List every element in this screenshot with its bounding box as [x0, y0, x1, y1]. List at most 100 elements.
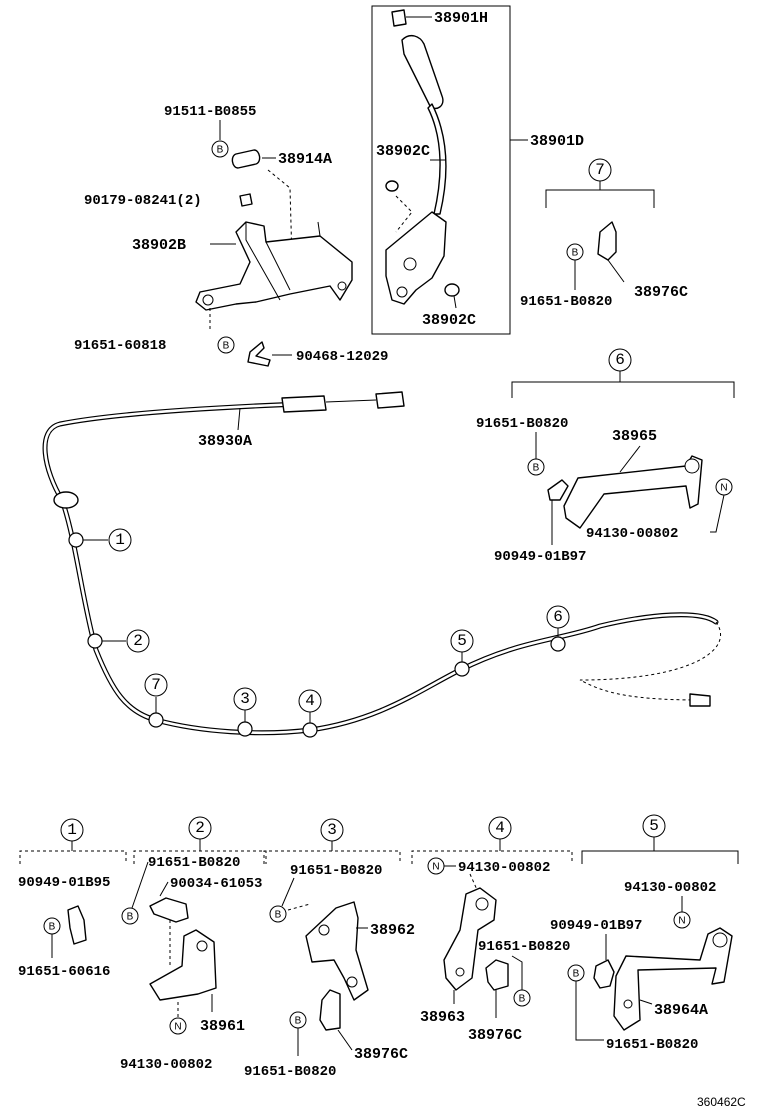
ratchet-plate-shape — [385, 211, 447, 305]
cable-end-fitting — [281, 395, 327, 413]
clamp-38976C-g4-shape — [485, 959, 509, 991]
main-cable-38930A: 38930A 1 2 7 3 4 5 6 — [42, 391, 721, 738]
part-number-91651-60616: 91651-60616 — [18, 964, 110, 980]
part-number-38976C-g4: 38976C — [468, 1027, 522, 1044]
part-number-90949-01B97-g6: 90949-01B97 — [494, 549, 586, 565]
part-number-90949-01B97-g5: 90949-01B97 — [550, 918, 642, 934]
clamp-position-5 — [454, 661, 470, 677]
bolt-marker — [121, 907, 139, 925]
part-number-91651-B0820-g5: 91651-B0820 — [606, 1037, 698, 1053]
nut-marker — [673, 911, 691, 929]
bolt-marker-letter: B — [127, 912, 134, 923]
part-number-38976C-g3: 38976C — [354, 1046, 408, 1063]
bracket-hole — [196, 940, 208, 952]
grip-shape — [401, 34, 444, 110]
bolt-marker — [269, 905, 287, 923]
bolt-marker-letter: B — [223, 341, 230, 352]
bracket-38965-shape — [563, 455, 703, 529]
nut-marker-letter: N — [720, 483, 727, 494]
assembly-guide — [395, 195, 413, 233]
nut-marker-letter: N — [432, 862, 439, 873]
group-bracket — [545, 189, 655, 208]
group-bracket — [19, 850, 127, 864]
lever-box-frame — [371, 5, 511, 335]
part-number-90179-08241: 90179-08241(2) — [84, 193, 202, 209]
nut-marker-letter: N — [678, 916, 685, 927]
bracket-fold-line — [245, 222, 281, 301]
detail-group-5: 5 94130-00802 N 90949-01B97 38964A B 916… — [550, 814, 739, 1053]
part-number-91651-B0820-g7: 91651-B0820 — [520, 294, 612, 310]
callout-4: 4 — [495, 819, 505, 837]
bolt-marker-letter: B — [572, 248, 579, 259]
bracket-hole — [684, 458, 700, 474]
part-number-38965: 38965 — [612, 428, 657, 445]
bracket-hole — [712, 932, 728, 948]
leader — [639, 999, 653, 1005]
leader — [237, 407, 241, 431]
callout-6-cable: 6 — [553, 608, 563, 626]
part-number-90034-61053: 90034-61053 — [170, 876, 262, 892]
part-number-38902C-lower: 38902C — [422, 312, 476, 329]
part-number-90949-01B95: 90949-01B95 — [18, 875, 110, 891]
bracket-hole — [318, 924, 330, 936]
detail-group-7: 7 B 91651-B0820 38976C — [520, 158, 688, 310]
knob-cap-shape — [391, 9, 407, 27]
callout-3-cable: 3 — [240, 690, 250, 708]
part-number-38902C-upper: 38902C — [376, 143, 430, 160]
part-number-94130-00802-g6: 94130-00802 — [586, 526, 678, 542]
part-number-91511-B0855: 91511-B0855 — [164, 104, 256, 120]
bracket-hole — [337, 281, 347, 291]
callout-5: 5 — [649, 817, 659, 835]
bracket-38902B-shape — [195, 221, 353, 311]
group-bracket — [411, 850, 573, 864]
lever-rod-shape — [427, 103, 447, 215]
callout-circle — [298, 689, 322, 713]
callout-circle — [144, 673, 168, 697]
nut-marker-letter: N — [174, 1022, 181, 1033]
callout-circle — [233, 687, 257, 711]
leader — [281, 877, 295, 907]
clamp-90034-shape — [149, 897, 189, 923]
part-number-91651-B0820-g3-bottom: 91651-B0820 — [244, 1064, 336, 1080]
clip-90949-g5-shape — [593, 959, 615, 989]
detail-group-4: 4 N 94130-00802 38963 38976C 91651-B0820… — [411, 816, 573, 1044]
clip-90468-shape — [247, 341, 271, 367]
bracket-38964A-shape — [613, 927, 733, 1031]
callout-7-cable: 7 — [151, 676, 161, 694]
bracket-38962-shape — [305, 901, 369, 1001]
clamp-position-4 — [302, 722, 318, 738]
callout-1-cable: 1 — [115, 531, 125, 549]
bracket-hole — [455, 967, 465, 977]
detail-group-6: 6 91651-B0820 B 38965 N 94130-00802 9094… — [476, 348, 735, 565]
callout-5-cable: 5 — [457, 632, 467, 650]
bracket-38963-shape — [443, 887, 497, 991]
part-number-38964A: 38964A — [654, 1002, 708, 1019]
bolt-marker — [513, 989, 531, 1007]
clamp-position-6 — [550, 636, 566, 652]
leader — [619, 445, 641, 473]
clamp-position-3 — [237, 721, 253, 737]
callout-circle — [450, 629, 474, 653]
part-number-91651-B0820-g3-top: 91651-B0820 — [290, 863, 382, 879]
bolt-marker-letter: B — [275, 910, 282, 921]
figure-number: 360462C — [697, 1095, 746, 1109]
callout-3: 3 — [327, 821, 337, 839]
bracket-stud — [317, 221, 321, 237]
bolt-marker — [527, 458, 545, 476]
bracket-fold-line — [265, 241, 291, 291]
cable-hidden-section — [579, 621, 721, 701]
pivot-hole — [396, 286, 408, 298]
part-number-38901D: 38901D — [530, 133, 584, 150]
part-number-38962: 38962 — [370, 922, 415, 939]
part-number-91651-60818: 91651-60818 — [74, 338, 166, 354]
group-bracket — [133, 850, 267, 864]
leader — [337, 1029, 353, 1051]
group-bracket — [511, 381, 735, 398]
callout-7: 7 — [595, 161, 605, 179]
lever-bracket-group: 91511-B0855 B 38914A 90179-08241(2) 3890… — [74, 104, 388, 367]
bracket-hole — [202, 294, 214, 306]
callout-circle — [546, 605, 570, 629]
part-number-38976C-g7: 38976C — [634, 284, 688, 301]
leader — [131, 861, 149, 909]
